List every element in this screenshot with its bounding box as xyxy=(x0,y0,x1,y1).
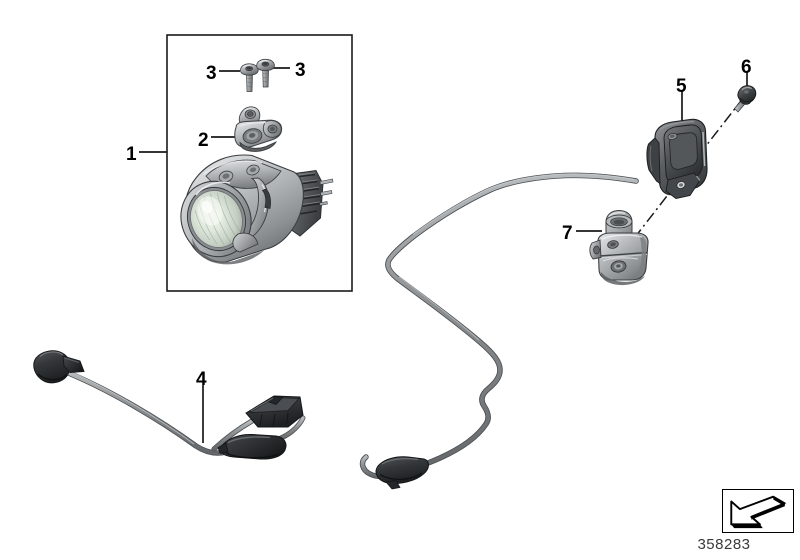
part-3-screw-right xyxy=(256,58,275,88)
part-3-screw-left xyxy=(240,63,259,92)
part-5-switch-housing-cover xyxy=(646,118,708,199)
callout-2: 2 xyxy=(198,130,209,151)
diagram-number: 358283 xyxy=(697,536,751,553)
harness-connector-lower-right xyxy=(217,433,287,460)
group-box-part-1 xyxy=(166,34,353,292)
callout-1: 1 xyxy=(126,144,137,165)
callout-7: 7 xyxy=(562,223,573,244)
part-1-led-auxiliary-light xyxy=(180,154,334,265)
harness-connector-left xyxy=(33,350,85,384)
callout-5: 5 xyxy=(676,76,687,97)
main-cable-harness xyxy=(359,172,639,490)
part-4-wiring-harness xyxy=(33,350,306,460)
inline-cable-connector xyxy=(375,456,429,490)
callout-3-right: 3 xyxy=(295,60,306,81)
harness-connector-upper-right xyxy=(245,395,304,428)
assembly-axis-dash-dot xyxy=(617,96,745,260)
callout-6: 6 xyxy=(741,57,752,78)
part-2-mounting-bracket xyxy=(234,106,283,152)
leader-lines xyxy=(139,67,748,443)
view-direction-badge xyxy=(722,489,794,533)
part-7-handlebar-clamp xyxy=(589,209,649,286)
callout-4: 4 xyxy=(196,369,207,390)
part-6-retaining-screw xyxy=(734,85,757,113)
3d-direction-arrow-icon xyxy=(730,495,786,529)
callout-3-left: 3 xyxy=(206,63,217,84)
